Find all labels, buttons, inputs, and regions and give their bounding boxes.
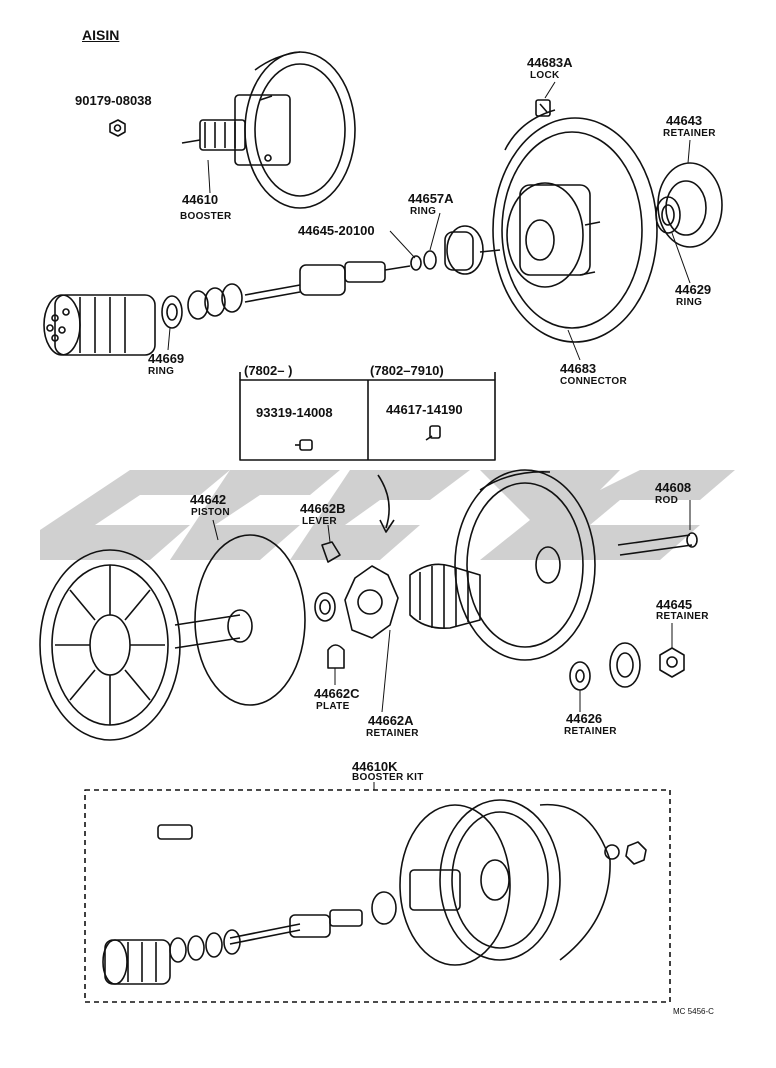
watermark-logo bbox=[40, 470, 735, 560]
direction-arrow bbox=[377, 474, 395, 533]
connector-illustration bbox=[479, 109, 658, 343]
part-number-44610K: 44610K bbox=[352, 759, 398, 774]
part-name-retainer-44662A: RETAINER bbox=[366, 728, 419, 739]
part-name-retainer-44626: RETAINER bbox=[564, 726, 617, 737]
part-number-44662B: 44662B bbox=[300, 501, 346, 516]
variant-part-2: 44617-14190 bbox=[386, 402, 463, 417]
drawing-code: MC 5456-C bbox=[673, 1007, 714, 1016]
part-name-piston: PISTON bbox=[191, 507, 230, 518]
plate-44662C-illustration bbox=[327, 644, 345, 669]
part-name-plate: PLATE bbox=[316, 701, 350, 712]
valve-rod-illustration bbox=[244, 225, 484, 303]
part-name-ring-44657A: RING bbox=[410, 206, 437, 217]
part-number-44683A: 44683A bbox=[527, 55, 573, 70]
part-number-90179: 90179-08038 bbox=[75, 93, 152, 108]
bolt-44617-illustration bbox=[425, 425, 441, 441]
piston-illustration bbox=[174, 534, 306, 706]
part-number-44610: 44610 bbox=[182, 192, 219, 207]
part-name-rod: ROD bbox=[655, 495, 679, 506]
lever-44662B-illustration bbox=[321, 541, 341, 563]
part-name-retainer-44645: RETAINER bbox=[656, 611, 709, 622]
nut-90179-illustration bbox=[109, 119, 126, 137]
part-number-44683: 44683 bbox=[560, 361, 597, 376]
part-number-44642: 44642 bbox=[190, 492, 227, 507]
kit-illustration bbox=[102, 799, 647, 985]
part-number-44657A: 44657A bbox=[408, 191, 454, 206]
variant-range-1: (7802– ) bbox=[244, 363, 293, 378]
part-number-44645: 44645 bbox=[656, 597, 693, 612]
lock-44683A-illustration bbox=[535, 99, 551, 117]
brand-label: AISIN bbox=[82, 27, 120, 43]
part-name-lock: LOCK bbox=[530, 70, 560, 81]
rear-shell-illustration bbox=[454, 469, 596, 661]
part-number-44626: 44626 bbox=[566, 711, 603, 726]
retainer-44645-illustration bbox=[659, 647, 685, 678]
washer-illustration bbox=[314, 592, 336, 622]
part-name-booster: BOOSTER bbox=[180, 211, 232, 222]
leader-lines bbox=[167, 81, 691, 790]
variant-part-1: 93319-14008 bbox=[256, 405, 333, 420]
booster-shell-illustration bbox=[39, 549, 181, 741]
valve-body-illustration bbox=[43, 294, 156, 356]
part-name-booster-kit: BOOSTER KIT bbox=[352, 772, 424, 783]
ring-44629-illustration bbox=[655, 196, 681, 234]
part-number-44629: 44629 bbox=[675, 282, 712, 297]
part-name-ring-44669: RING bbox=[148, 366, 175, 377]
rod-44608-illustration bbox=[617, 532, 698, 556]
part-number-44645-20100: 44645-20100 bbox=[298, 223, 375, 238]
variant-table bbox=[239, 372, 496, 461]
part-name-retainer-44643: RETAINER bbox=[663, 128, 716, 139]
booster-kit-group bbox=[84, 789, 671, 1003]
part-number-44669: 44669 bbox=[148, 351, 185, 366]
retainer-44662A-illustration bbox=[344, 565, 399, 639]
spacer-illustration bbox=[187, 283, 243, 320]
bolt-93319-illustration bbox=[295, 439, 313, 451]
part-name-lever: LEVER bbox=[302, 516, 337, 527]
part-name-connector: CONNECTOR bbox=[560, 376, 627, 387]
part-name-ring-44629: RING bbox=[676, 297, 703, 308]
part-number-44643: 44643 bbox=[666, 113, 703, 128]
seal-illustration bbox=[609, 642, 641, 688]
part-number-44662A: 44662A bbox=[368, 713, 414, 728]
part-number-44662C: 44662C bbox=[314, 686, 360, 701]
part-number-44608: 44608 bbox=[655, 480, 692, 495]
retainer-44626-illustration bbox=[569, 661, 591, 691]
ring-44669-illustration bbox=[161, 295, 183, 329]
variant-range-2: (7802–7910) bbox=[370, 363, 444, 378]
spring-boot-illustration bbox=[409, 563, 481, 630]
booster-illustration bbox=[181, 51, 356, 209]
